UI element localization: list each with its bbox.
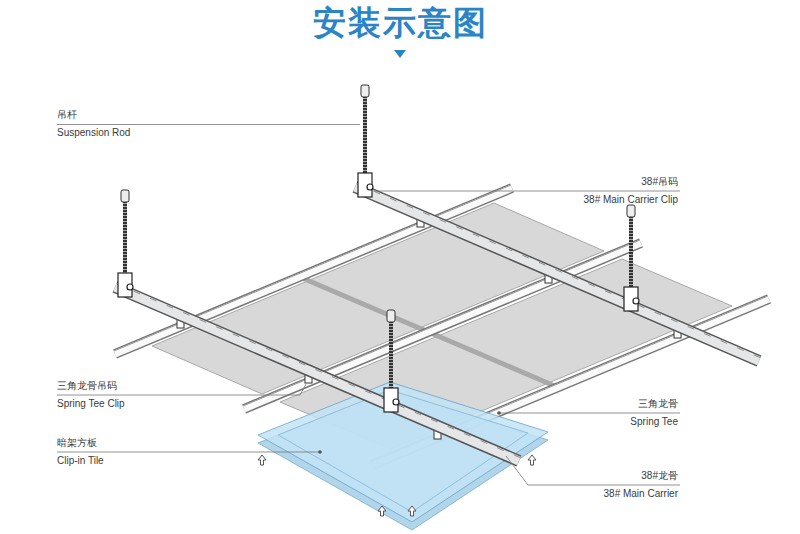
diagram-title: 安装示意图	[0, 2, 800, 44]
main-carrier	[115, 184, 761, 461]
part-label: Spring Tee	[630, 416, 678, 428]
part-label: Clip-in Tile	[57, 455, 104, 467]
spring-tee-clip	[177, 212, 681, 439]
part-label: 38# Main Carrier	[604, 488, 678, 500]
suspension-rod	[121, 85, 635, 389]
part-label: 三角龙骨吊码	[57, 380, 117, 392]
title-marker	[394, 50, 406, 58]
part-label: 三角龙骨	[638, 398, 678, 410]
part-label: 吊杆	[57, 109, 77, 121]
part-label: Suspension Rod	[57, 127, 130, 139]
lift-arrow	[258, 455, 536, 516]
spring-tee	[114, 185, 769, 465]
part-label: 38#龙骨	[641, 470, 678, 482]
part-label: 38# Main Carrier Clip	[584, 194, 678, 206]
part-label: Spring Tee Clip	[57, 398, 125, 410]
leader-dot	[318, 411, 501, 454]
part-label: 暗架方板	[57, 437, 97, 449]
main-carrier-clip	[118, 173, 639, 412]
leader-line	[57, 125, 680, 486]
part-label: 38#吊码	[641, 176, 678, 188]
